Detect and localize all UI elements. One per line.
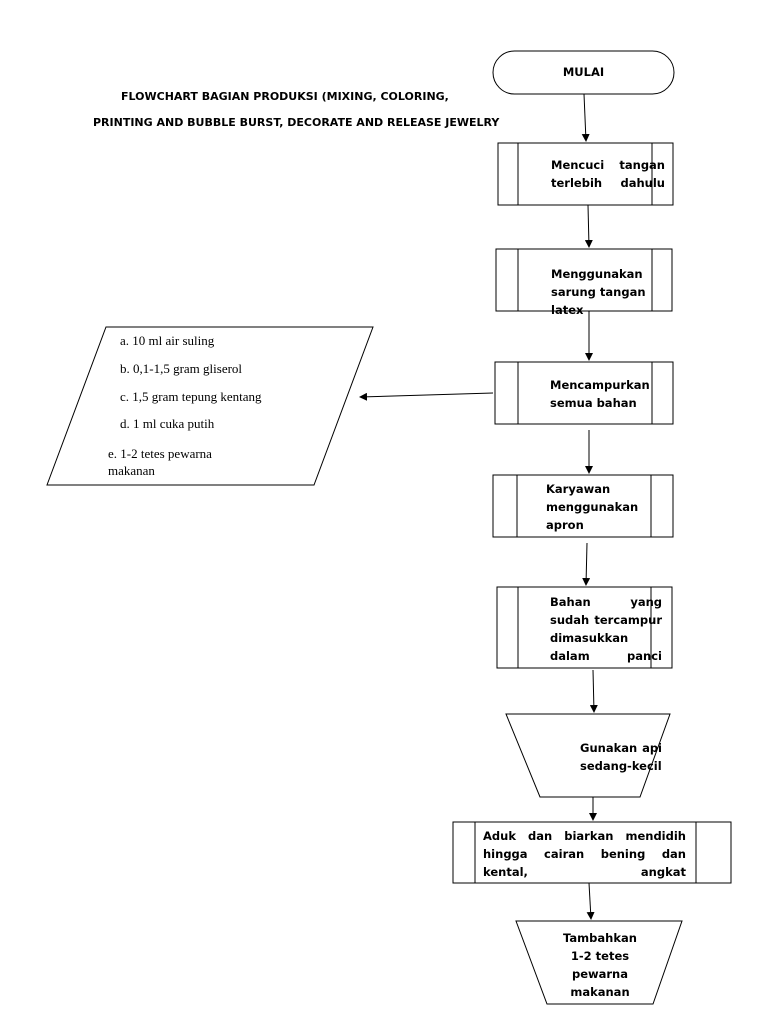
color-trapezoid xyxy=(515,920,683,1005)
arrow-mix-to-ingredients xyxy=(359,392,494,401)
arrow-apron-to-pot xyxy=(582,542,591,586)
apron-box xyxy=(492,474,674,538)
color-label: Tambahkan 1-2 tetes pewarna makanan xyxy=(563,931,637,999)
mix-box xyxy=(494,361,674,425)
start-terminator xyxy=(492,50,675,95)
mix-label: Mencampurkan semua bahan xyxy=(550,378,650,410)
ingredient-d: d. 1 ml cuka putih xyxy=(120,416,215,431)
boil-label: Aduk dan biarkan mendidih hingga cairan … xyxy=(483,829,686,879)
ingredients-parallelogram xyxy=(46,326,374,486)
gloves-label: Menggunakan sarung tangan latex xyxy=(551,267,646,317)
apron-label: Karyawan menggunakan apron xyxy=(546,482,639,532)
ingredient-e: e. 1-2 tetes pewarna makanan xyxy=(108,446,212,478)
arrow-start-to-wash xyxy=(581,93,590,142)
ingredient-a: a. 10 ml air suling xyxy=(120,333,215,348)
ingredient-b: b. 0,1-1,5 gram gliserol xyxy=(120,361,243,376)
gloves-box xyxy=(495,248,673,312)
boil-box xyxy=(452,821,732,884)
pot-label: Bahan yang sudah tercampur dimasukkan da… xyxy=(550,595,662,663)
arrow-wash-to-gloves xyxy=(584,204,593,248)
arrow-boil-to-color xyxy=(586,882,595,920)
wash-hands-box xyxy=(497,142,674,206)
start-label: MULAI xyxy=(562,65,605,79)
wash-hands-label: Mencuci tangan terlebih dahulu xyxy=(551,158,665,190)
fire-trapezoid xyxy=(505,713,671,798)
fire-label: Gunakan api sedang-kecil xyxy=(580,741,662,773)
arrow-pot-to-fire xyxy=(589,669,598,713)
ingredient-c: c. 1,5 gram tepung kentang xyxy=(120,389,262,404)
flowchart-title-line-2: PRINTING AND BUBBLE BURST, DECORATE AND … xyxy=(93,116,500,129)
pot-box xyxy=(496,586,673,669)
flowchart-title-line-1: FLOWCHART BAGIAN PRODUKSI (MIXING, COLOR… xyxy=(121,90,449,103)
